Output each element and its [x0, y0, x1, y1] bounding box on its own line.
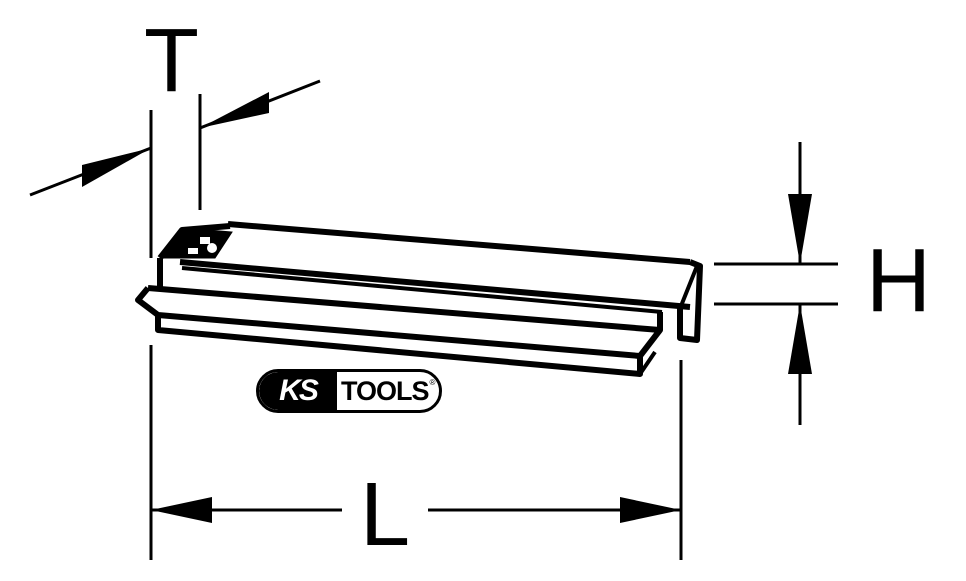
thickness-label: T — [144, 11, 199, 111]
end-cap — [42, 227, 233, 259]
height-dimension — [714, 142, 838, 425]
logo-tools-text: TOOLS — [341, 375, 430, 406]
registered-mark: ® — [429, 378, 436, 387]
length-dimension — [149, 345, 683, 560]
length-label: L — [360, 465, 411, 565]
bar-body — [135, 221, 703, 377]
height-label: H — [866, 231, 931, 331]
ks-tools-logo: KS TOOLS ® — [256, 369, 442, 413]
thickness-dimension — [29, 79, 321, 258]
logo-ks-text: KS — [259, 372, 337, 410]
